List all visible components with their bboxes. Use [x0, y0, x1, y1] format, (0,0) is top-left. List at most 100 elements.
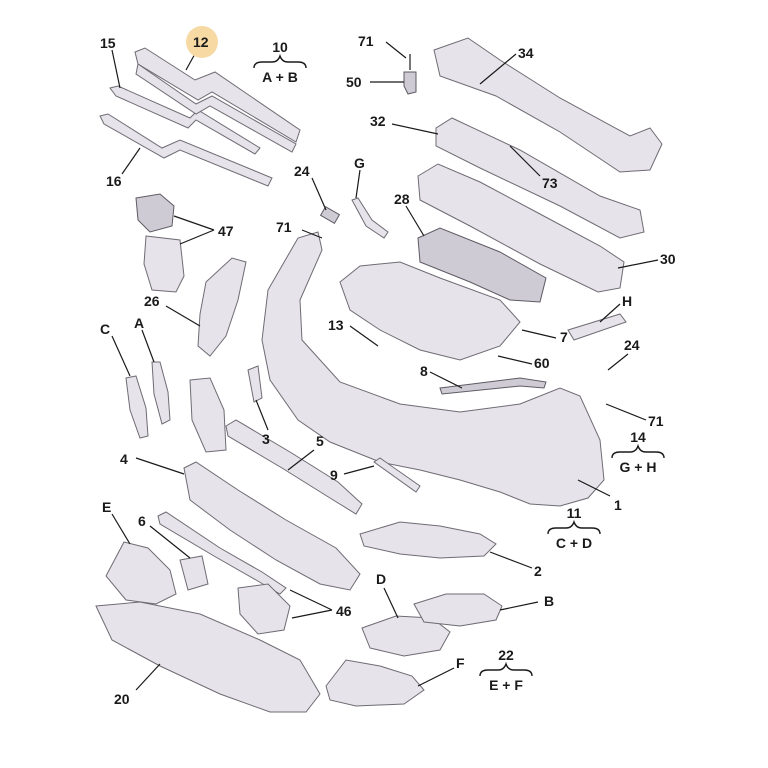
leader-20 [135, 663, 161, 691]
leader-E [111, 513, 131, 545]
part-1-bumper-cover [261, 231, 605, 507]
part-47-bracket-lower [143, 235, 185, 293]
label-13: 13 [328, 317, 344, 333]
part-D-fog-trim [361, 615, 451, 657]
part-5-grille-insert [225, 419, 363, 515]
leader-3 [255, 399, 269, 431]
part-H-strip [567, 313, 627, 341]
part-bumper-side-panel [189, 377, 227, 453]
label-32: 32 [370, 113, 386, 129]
leader-71c [605, 403, 647, 421]
leader-B [499, 601, 539, 611]
part-9-small-strip [373, 457, 421, 493]
part-C-side-trim [125, 375, 149, 439]
part-upper-shield [417, 227, 547, 303]
part-B-fog-bezel [413, 593, 503, 627]
leader-28 [405, 205, 425, 237]
brace-10 [253, 53, 307, 69]
leader-16 [121, 147, 141, 175]
label-1: 1 [614, 497, 622, 513]
leader-24b [607, 353, 629, 371]
part-6-strip [157, 511, 287, 595]
leader-9 [343, 465, 375, 475]
label-12: 12 [193, 34, 209, 50]
label-7: 7 [560, 329, 568, 345]
part-F-bracket [325, 659, 425, 707]
part-20-under-shield [95, 601, 321, 713]
part-26-lamp-support [197, 257, 247, 357]
label-C: C [100, 321, 110, 337]
label-24b: 24 [624, 337, 640, 353]
part-15-grille-strip [109, 85, 261, 155]
leader-46 [289, 589, 333, 619]
group-14-number: 14 [630, 429, 646, 445]
label-3: 3 [262, 431, 270, 447]
group-22-number: 22 [498, 647, 514, 663]
leader-F [417, 667, 455, 687]
highlight-circle-12 [186, 26, 218, 58]
label-60: 60 [534, 355, 550, 371]
label-H: H [622, 293, 632, 309]
leader-7 [521, 329, 557, 339]
label-46: 46 [336, 603, 352, 619]
group-14-members: G + H [620, 459, 657, 475]
label-E: E [102, 499, 111, 515]
label-71b: 71 [358, 33, 374, 49]
leader-60 [497, 355, 533, 365]
label-F: F [456, 655, 465, 671]
leader-32 [391, 123, 439, 135]
label-D: D [376, 571, 386, 587]
label-28: 28 [394, 191, 410, 207]
label-4: 4 [120, 451, 128, 467]
label-26: 26 [144, 293, 160, 309]
leader-34 [479, 53, 517, 85]
part-4-lower-grille [183, 461, 361, 591]
brace-22 [479, 661, 533, 677]
group-11-members: C + D [556, 535, 592, 551]
label-73: 73 [542, 175, 558, 191]
leader-6 [149, 525, 191, 559]
leader-26 [165, 305, 201, 327]
leader-15 [111, 49, 121, 89]
part-50-bracket [403, 71, 417, 95]
part-12-upper-grille-lower [135, 63, 297, 153]
leader-D [383, 587, 399, 619]
label-50: 50 [346, 74, 362, 90]
part-46-clip-right [237, 583, 291, 635]
leader-G [355, 169, 361, 199]
label-8: 8 [420, 363, 428, 379]
label-47: 47 [218, 223, 234, 239]
part-13-center-support [339, 261, 521, 361]
label-9: 9 [330, 467, 338, 483]
part-32-absorber-bar [435, 117, 645, 239]
label-71a: 71 [276, 219, 292, 235]
group-22-members: E + F [489, 677, 523, 693]
leader-71a [301, 229, 323, 239]
leader-8 [429, 371, 463, 389]
leader-H [599, 303, 621, 323]
leader-73 [509, 145, 541, 177]
label-34: 34 [518, 45, 534, 61]
part-47-bracket-upper [135, 193, 175, 233]
label-24a: 24 [294, 163, 310, 179]
leader-24a [311, 177, 327, 211]
brace-11 [547, 519, 601, 535]
label-2: 2 [534, 563, 542, 579]
label-A: A [134, 315, 144, 331]
label-30: 30 [660, 251, 676, 267]
part-28-30-energy-absorber [417, 163, 625, 293]
group-10-number: 10 [272, 39, 288, 55]
leader-1 [577, 479, 611, 497]
leader-30 [617, 259, 659, 269]
label-20: 20 [114, 691, 130, 707]
label-15: 15 [100, 35, 116, 51]
part-3-small-bracket [247, 365, 263, 403]
brace-14 [611, 443, 665, 459]
part-34-beam [433, 37, 663, 173]
part-E-bracket [105, 541, 177, 605]
label-5: 5 [316, 433, 324, 449]
part-G-strip [351, 197, 389, 239]
part-12-upper-grille [134, 47, 301, 143]
part-46-clip-left [179, 555, 209, 591]
